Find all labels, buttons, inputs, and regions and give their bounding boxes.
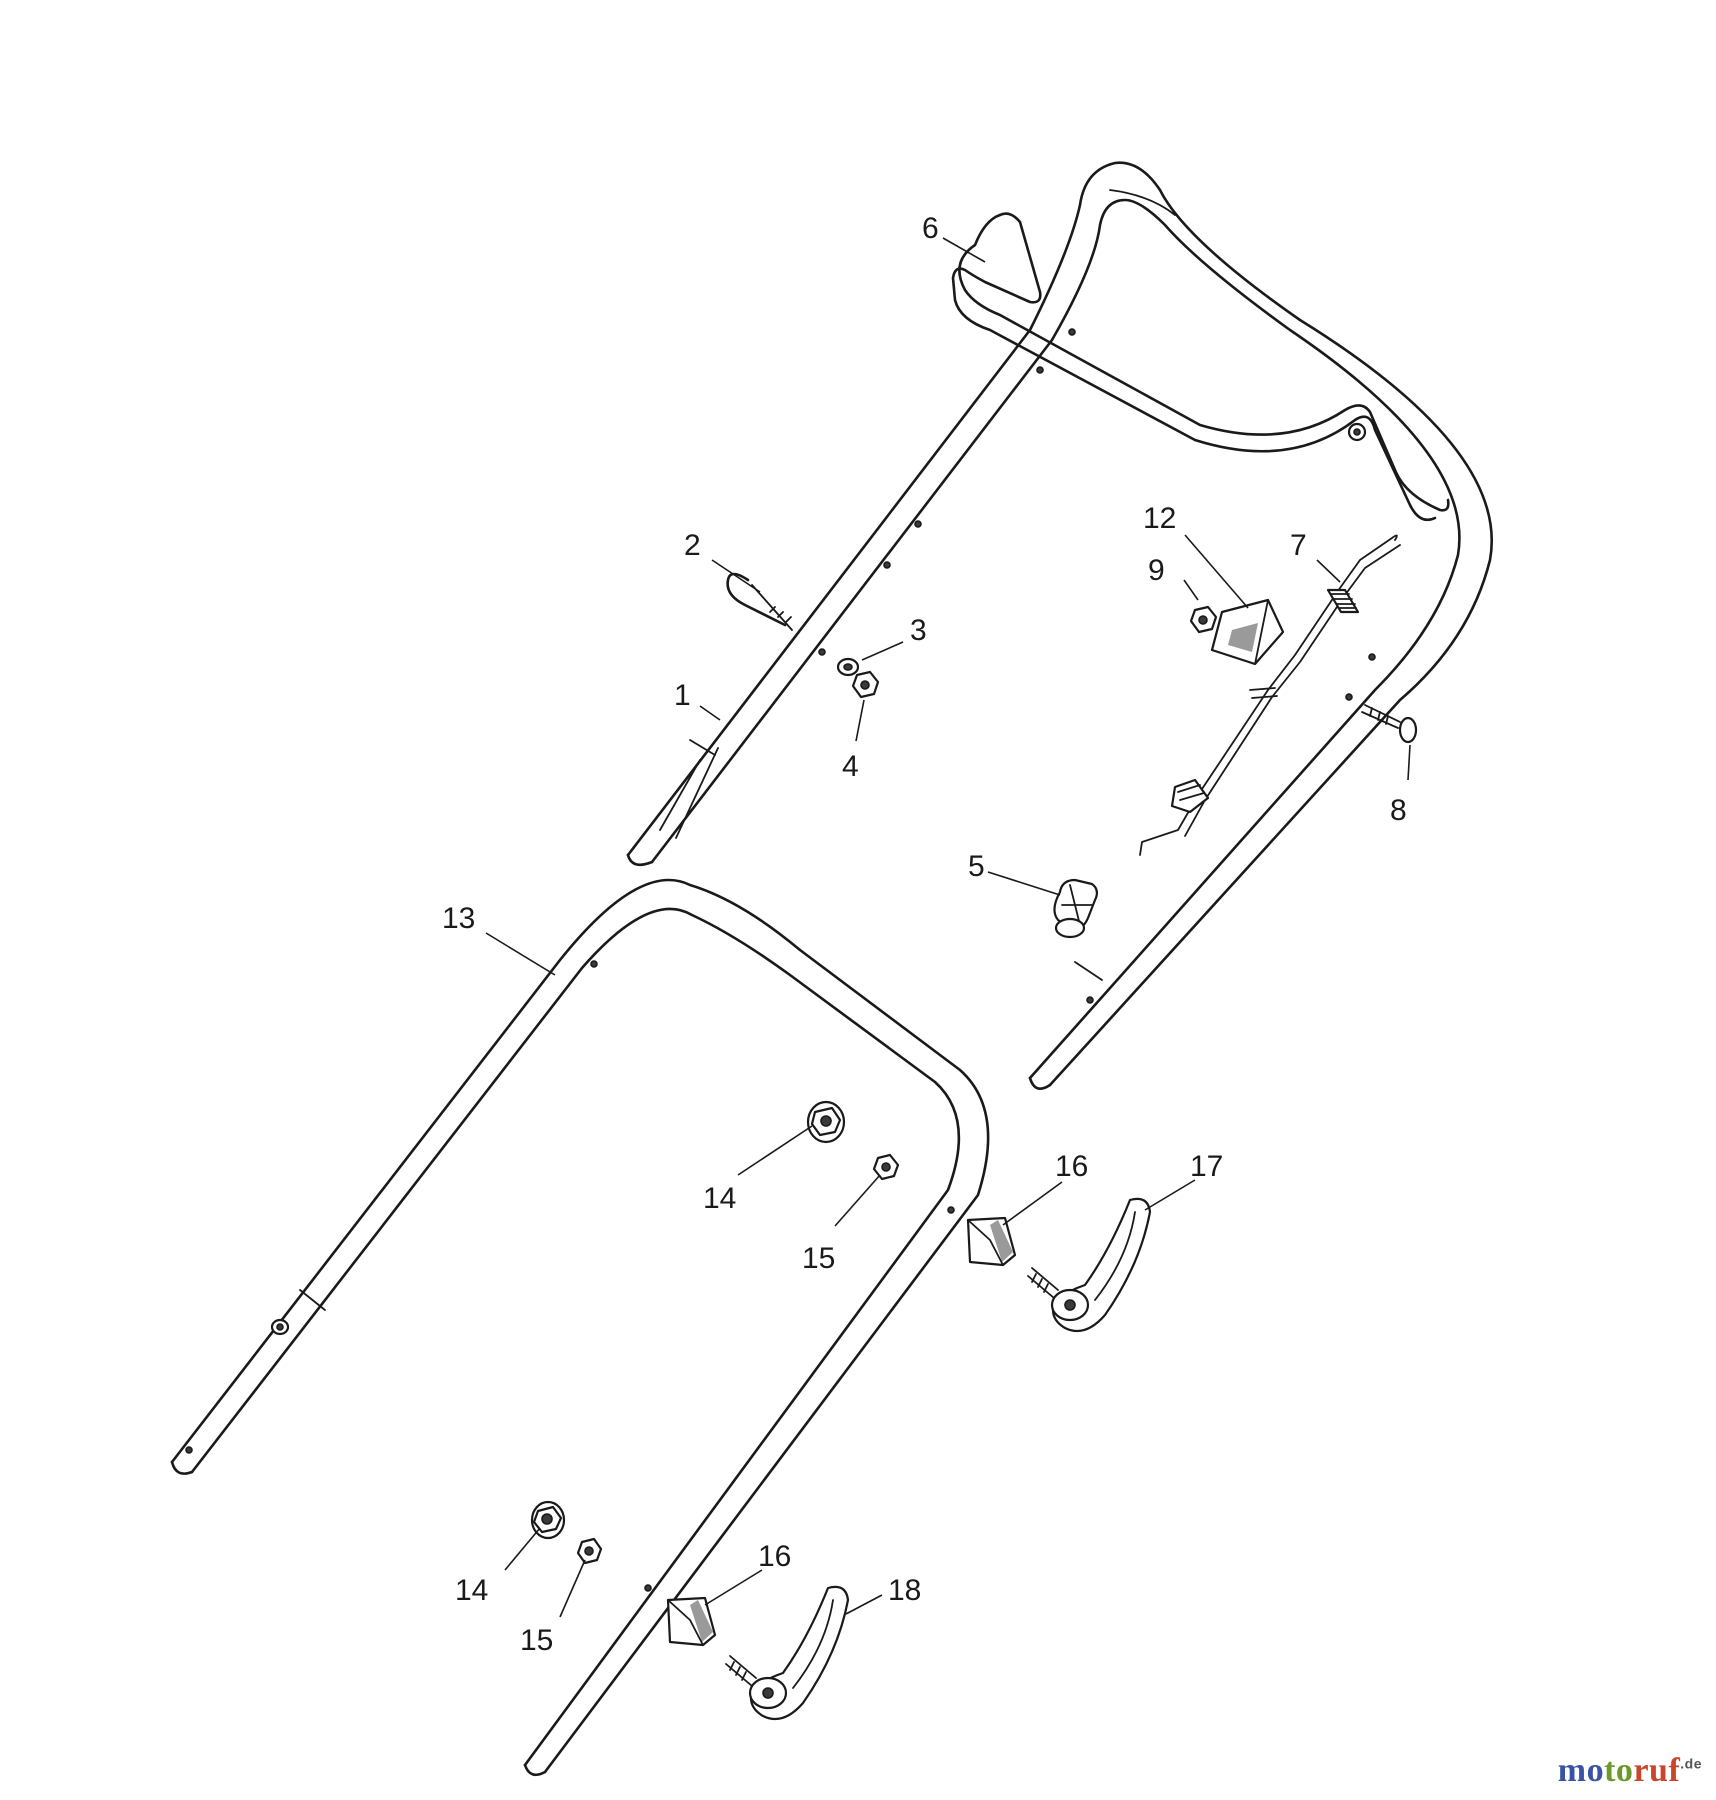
leader-lines [485, 237, 1411, 1618]
nut-15-upper [872, 1153, 900, 1181]
callout-17: 17 [1190, 1150, 1223, 1183]
callout-9: 9 [1148, 554, 1165, 587]
lower-handle [170, 878, 990, 1777]
control-cable [1139, 534, 1401, 856]
callout-15-lower: 15 [520, 1624, 553, 1657]
nut-4 [851, 670, 880, 699]
nut-15-lower [576, 1537, 603, 1565]
cable-clip-12 [1210, 598, 1285, 666]
callout-7: 7 [1290, 529, 1307, 562]
callout-14-lower: 14 [455, 1574, 488, 1607]
callout-18: 18 [888, 1574, 921, 1607]
clamp-lever-18 [725, 1585, 850, 1721]
control-bail [951, 212, 1450, 522]
upper-handle [626, 161, 1493, 1090]
bolt-8 [1361, 704, 1418, 744]
callout-12: 12 [1143, 502, 1176, 535]
callout-15-upper: 15 [802, 1242, 835, 1275]
flange-nut-14-upper [806, 1100, 846, 1144]
callout-labels: 6 2 3 4 1 12 9 7 8 5 13 14 15 16 17 14 1… [442, 212, 1407, 1657]
callout-2: 2 [684, 529, 701, 562]
washer-3 [836, 657, 860, 677]
callout-5: 5 [968, 850, 985, 883]
watermark-logo: motoruf.de [1557, 1752, 1702, 1789]
callout-1: 1 [674, 679, 691, 712]
spacer-16-upper [966, 1216, 1017, 1267]
callout-16-lower: 16 [758, 1540, 791, 1573]
eye-bolt [726, 572, 793, 631]
callout-4: 4 [842, 750, 859, 783]
nut-9 [1189, 605, 1218, 634]
spacer-16-lower [666, 1596, 717, 1647]
callout-14-upper: 14 [703, 1182, 736, 1215]
cable-guide-5 [1053, 878, 1099, 939]
callout-16-upper: 16 [1055, 1150, 1088, 1183]
callout-13: 13 [442, 902, 475, 935]
callout-8: 8 [1390, 794, 1407, 827]
callout-3: 3 [910, 614, 927, 647]
callout-6: 6 [922, 212, 939, 245]
clamp-lever-17 [1027, 1197, 1152, 1333]
